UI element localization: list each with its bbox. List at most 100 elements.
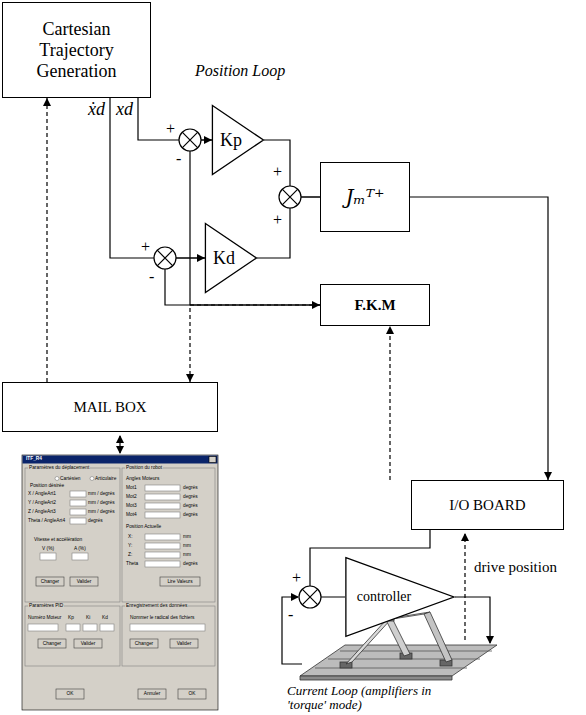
gui-text: Valider <box>77 580 92 585</box>
gui-text: Mot2 <box>126 495 137 500</box>
gui-text: Changer <box>41 580 59 585</box>
sign-mark: + <box>273 211 282 229</box>
arrow-head <box>186 374 194 382</box>
controller-triangle: controller <box>345 557 455 637</box>
gui-text: X: <box>128 535 133 540</box>
gui-text: Position désirée <box>30 484 64 489</box>
process-box: Cartesian Trajectory Generation <box>2 2 151 98</box>
gui-text: ITF_R4 <box>26 457 42 462</box>
arrow-head <box>197 254 205 262</box>
gui-text: Paramètres du déplacement <box>28 466 90 471</box>
gui-text: X / AngleArt1 <box>28 492 56 497</box>
gui-text: Z / AngleArt3 <box>28 510 56 515</box>
connector-line <box>410 197 548 480</box>
gui-text: Position du robot <box>125 466 163 471</box>
gain-triangle: Kp <box>212 105 264 175</box>
gui-text: V (%) <box>42 547 54 552</box>
sign-mark: + <box>141 238 150 256</box>
gui-text: Mot3 <box>126 504 137 509</box>
arrow-head <box>204 136 212 144</box>
jacobian-box: Jₘᵀ⁺ <box>320 162 410 232</box>
gui-text: degrés <box>88 519 103 524</box>
connector <box>110 98 205 258</box>
loop-title: Position Loop <box>195 62 285 80</box>
gui-text: Cartésien <box>60 477 81 482</box>
gui-text: Numéro Moteur <box>28 616 61 621</box>
node-text: I/O BOARD <box>443 497 531 514</box>
connector-line <box>190 140 320 305</box>
connector-line <box>190 305 320 382</box>
signal-name: xd <box>116 100 133 120</box>
node-text: MAIL BOX <box>67 399 152 416</box>
gui-text: mm <box>183 553 191 558</box>
node-text: F.K.M <box>348 297 401 314</box>
gui-text: Mot1 <box>126 486 137 491</box>
gui-text: Enregistrement des données <box>125 604 188 609</box>
arrow-head <box>312 301 320 309</box>
gui-text: Kd <box>102 616 108 621</box>
gui-text: Valider <box>81 642 96 647</box>
gui-text: OK <box>189 692 196 697</box>
gui-text: degrés <box>183 562 198 567</box>
triangle-shape <box>205 224 256 293</box>
gui-text: Valider <box>177 642 192 647</box>
node-text: Jₘᵀ⁺ <box>339 185 390 209</box>
gui-text: Mot4 <box>126 513 137 518</box>
process-box: F.K.M <box>320 284 430 326</box>
process-box: MAIL BOX <box>2 382 218 432</box>
gui-text: mm / degrés <box>88 492 115 497</box>
loop-title: Current Loop (amplifiers in 'torque' mod… <box>287 684 463 713</box>
connector <box>43 98 51 382</box>
gui-text: A (%) <box>74 547 86 552</box>
gui-text: Ki <box>86 616 90 621</box>
connector <box>410 197 552 480</box>
gui-text: Annuler <box>144 692 161 697</box>
gui-text: Articulaire <box>95 477 116 482</box>
node-text: Cartesian Trajectory Generation <box>3 19 150 82</box>
arrow-head <box>544 472 552 480</box>
gui-text: Vitesse et accélération <box>34 538 82 543</box>
sign-mark: + <box>166 120 175 138</box>
gui-text: Changer <box>135 642 153 647</box>
gui-text: Y: <box>128 544 132 549</box>
connector <box>190 136 320 305</box>
arrow-head <box>43 98 51 106</box>
connector <box>186 301 320 382</box>
signal-name: drive position <box>474 559 557 576</box>
gain-triangle: Kd <box>205 223 257 293</box>
robot-illustration <box>300 612 497 680</box>
connector-line <box>46 98 47 382</box>
connector-line <box>138 98 212 140</box>
gui-text: Position Actuelle <box>126 525 161 530</box>
gui-text: mm / degrés <box>88 501 115 506</box>
gui-text: Paramètres PID <box>28 604 64 609</box>
arrow-head <box>386 326 394 334</box>
sign-mark: - <box>176 150 181 168</box>
triangle-shape <box>212 106 263 175</box>
gui-text: degrés <box>183 513 198 518</box>
sign-mark: - <box>288 606 293 624</box>
gui-text: Theta / AngleArt4 <box>28 519 65 524</box>
process-box: I/O BOARD <box>411 480 564 530</box>
gui-text: degrés <box>183 486 198 491</box>
gui-text: degrés <box>183 495 198 500</box>
gui-text: Lire Valeurs <box>167 580 192 585</box>
node-text: Kp <box>220 130 242 151</box>
gui-text: Angles Moteurs <box>126 477 159 482</box>
node-text: controller <box>357 589 411 605</box>
gui-text: Y / AngleArt2 <box>28 501 56 506</box>
connector-line <box>110 98 205 258</box>
connector-line <box>389 326 390 480</box>
gui-text: Kp <box>68 616 74 621</box>
gui-text: Z: <box>128 553 132 558</box>
gui-text: Nommer le radical des fichiers <box>130 616 195 621</box>
gui-text: mm / degrés <box>88 510 115 515</box>
signal-name: ẋd <box>88 100 105 120</box>
node-text: Kd <box>213 248 235 269</box>
gui-text: Theta <box>126 562 138 567</box>
gui-text: mm <box>183 544 191 549</box>
connector <box>386 326 394 480</box>
gui-screenshot <box>22 455 218 710</box>
gui-text: Changer <box>43 642 61 647</box>
